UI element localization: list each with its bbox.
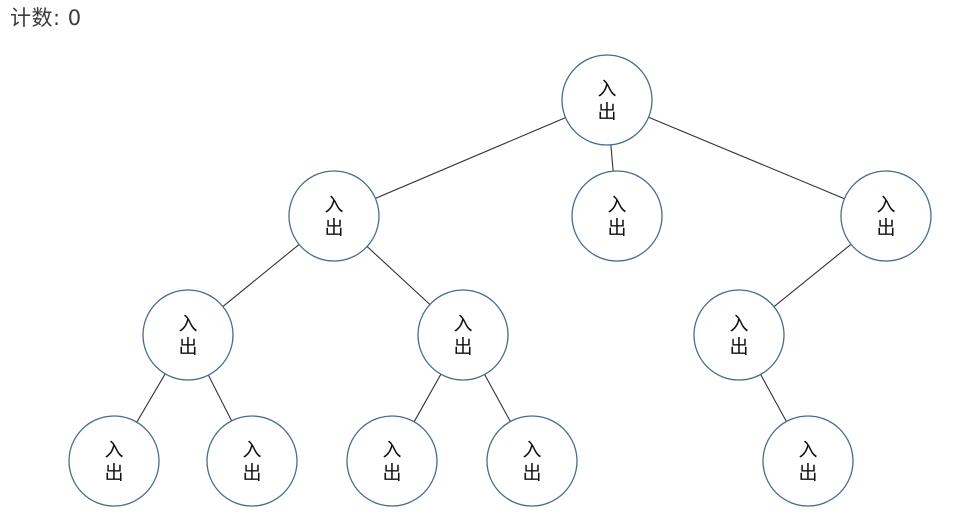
tree-node[interactable]: 入出 [346, 415, 438, 507]
tree-node[interactable]: 入出 [486, 415, 578, 507]
tree-node-label-in: 入 [876, 194, 895, 216]
tree-node-circle[interactable] [288, 170, 380, 262]
tree-edge [610, 144, 614, 172]
tree-node-circle[interactable] [142, 289, 234, 381]
tree-edge [375, 117, 566, 199]
tree-node-label-out: 出 [597, 101, 616, 123]
tree-edges-layer [136, 116, 852, 423]
tree-node-label-in: 入 [453, 313, 472, 335]
tree-node-label-out: 出 [242, 462, 261, 484]
tree-node-label-in: 入 [597, 78, 616, 100]
tree-node[interactable]: 入出 [571, 170, 663, 262]
tree-node-label-out: 出 [324, 217, 343, 239]
tree-node[interactable]: 入出 [206, 415, 298, 507]
tree-node-label-in: 入 [607, 194, 626, 216]
tree-node-circle[interactable] [840, 170, 932, 262]
tree-node-label-out: 出 [453, 336, 472, 358]
tree-node[interactable]: 入出 [762, 415, 854, 507]
tree-edge [366, 246, 431, 305]
tree-edge [484, 374, 511, 422]
tree-node-circle[interactable] [693, 289, 785, 381]
tree-edge [413, 373, 442, 423]
tree-node-label-out: 出 [729, 336, 748, 358]
tree-node-label-out: 出 [522, 462, 541, 484]
tree-node-circle[interactable] [417, 289, 509, 381]
tree-node-circle[interactable] [346, 415, 438, 507]
tree-node-label-out: 出 [104, 462, 123, 484]
tree-node[interactable]: 入出 [68, 415, 160, 507]
counter-label: 计数: 0 [10, 6, 82, 30]
tree-node-label-in: 入 [104, 439, 123, 461]
tree-node-circle[interactable] [762, 415, 854, 507]
tree-edge [136, 373, 166, 423]
tree-node-label-in: 入 [798, 439, 817, 461]
tree-node-circle[interactable] [561, 54, 653, 146]
tree-node-label-in: 入 [242, 439, 261, 461]
tree-node[interactable]: 入出 [142, 289, 234, 381]
tree-node-circle[interactable] [206, 415, 298, 507]
tree-node-circle[interactable] [68, 415, 160, 507]
tree-edge [773, 243, 852, 308]
tree-node-label-out: 出 [876, 217, 895, 239]
tree-edge [222, 244, 300, 307]
tree-node-label-out: 出 [382, 462, 401, 484]
tree-edge [207, 374, 233, 422]
tree-node[interactable]: 入出 [840, 170, 932, 262]
tree-node[interactable]: 入出 [561, 54, 653, 146]
tree-node-label-in: 入 [382, 439, 401, 461]
tree-node-label-out: 出 [798, 462, 817, 484]
tree-node[interactable]: 入出 [288, 170, 380, 262]
tree-edge [648, 116, 845, 200]
tree-node-label-in: 入 [324, 194, 343, 216]
tree-node-label-in: 入 [729, 313, 748, 335]
tree-node-circle[interactable] [571, 170, 663, 262]
tree-node[interactable]: 入出 [417, 289, 509, 381]
tree-edge [760, 374, 787, 422]
tree-node-label-out: 出 [178, 336, 197, 358]
tree-node-label-in: 入 [178, 313, 197, 335]
tree-node[interactable]: 入出 [693, 289, 785, 381]
tree-node-label-in: 入 [522, 439, 541, 461]
tree-node-label-out: 出 [607, 217, 626, 239]
tree-node-circle[interactable] [486, 415, 578, 507]
